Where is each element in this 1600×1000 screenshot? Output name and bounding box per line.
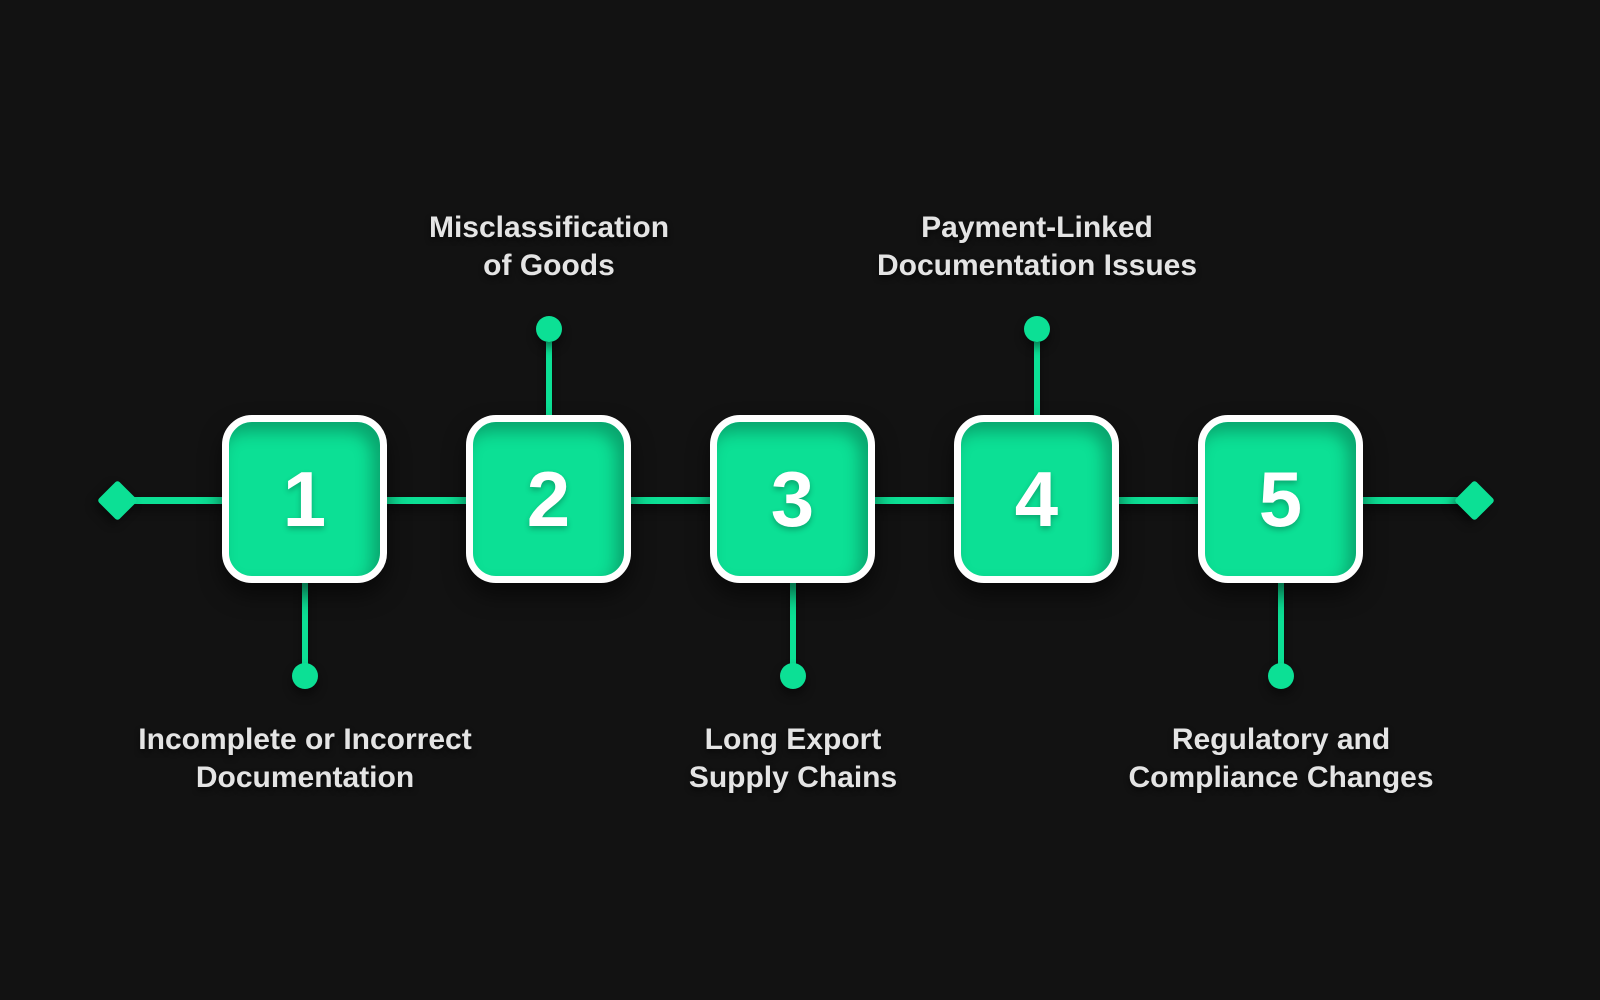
- step-3-number: 3: [770, 455, 815, 543]
- step-3-box: 3: [710, 415, 875, 583]
- step-4-number: 4: [1014, 455, 1059, 543]
- step-5-label-line-1: Regulatory and: [1171, 723, 1391, 756]
- step-2-box: 2: [466, 415, 631, 583]
- step-4-connector-line: [1034, 342, 1040, 416]
- step-5-label: Regulatory and Compliance Changes: [1051, 721, 1511, 797]
- step-1-connector-line: [302, 583, 308, 664]
- step-5-box: 5: [1198, 415, 1363, 583]
- step-2-label-line-1: Misclassification: [428, 211, 670, 244]
- step-5-connector-dot-icon: [1268, 663, 1294, 689]
- timeline-start-diamond-icon: [96, 479, 139, 522]
- step-5-label-line-2: Compliance Changes: [1128, 761, 1434, 794]
- step-1-label-line-2: Documentation: [195, 761, 415, 794]
- step-5-number: 5: [1258, 455, 1303, 543]
- step-2-connector-line: [546, 342, 552, 416]
- step-2-connector-dot-icon: [536, 316, 562, 342]
- step-3-connector-dot-icon: [780, 663, 806, 689]
- step-1-label: Incomplete or Incorrect Documentation: [75, 721, 535, 797]
- step-4-connector-dot-icon: [1024, 316, 1050, 342]
- step-4-label-line-2: Documentation Issues: [876, 249, 1198, 282]
- step-3-label-line-2: Supply Chains: [688, 761, 898, 794]
- step-3-label: Long Export Supply Chains: [563, 721, 1023, 797]
- step-2-label-line-2: of Goods: [483, 249, 615, 282]
- step-1-box: 1: [222, 415, 387, 583]
- step-2-number: 2: [526, 455, 571, 543]
- step-4-label: Payment-Linked Documentation Issues: [807, 209, 1267, 285]
- step-1-label-line-1: Incomplete or Incorrect: [138, 723, 472, 756]
- timeline-end-diamond-icon: [1453, 479, 1496, 522]
- step-1-number: 1: [282, 455, 327, 543]
- step-3-label-line-1: Long Export: [704, 723, 882, 756]
- step-2-label: Misclassification of Goods: [319, 209, 779, 285]
- step-4-label-line-1: Payment-Linked: [921, 211, 1153, 244]
- step-3-connector-line: [790, 583, 796, 664]
- step-5-connector-line: [1278, 583, 1284, 664]
- step-4-box: 4: [954, 415, 1119, 583]
- step-1-connector-dot-icon: [292, 663, 318, 689]
